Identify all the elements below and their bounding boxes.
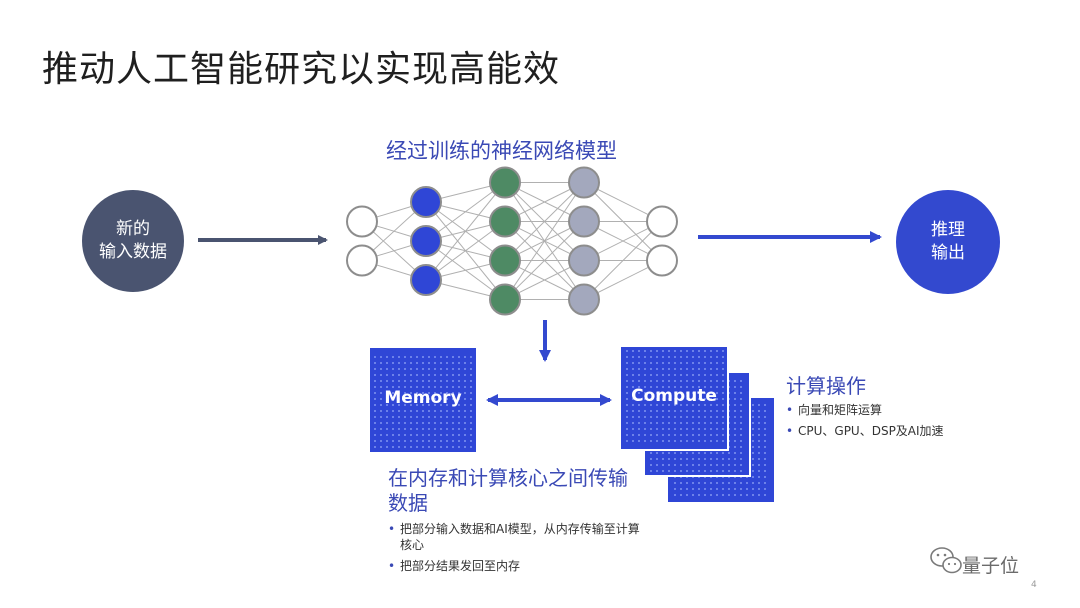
- network-node-layer-3: [489, 283, 521, 316]
- wechat-icon: [930, 547, 962, 574]
- output-label-line2: 输出: [931, 243, 965, 263]
- network-node-layer-2: [410, 225, 442, 257]
- network-edges: [361, 182, 663, 300]
- memory-transfer-title: 在内存和计算核心之间传输数据: [388, 466, 628, 515]
- network-edge: [504, 182, 585, 261]
- network-nodes: [346, 166, 678, 316]
- input-data-node: 新的 输入数据: [82, 190, 184, 292]
- network-edge: [425, 221, 506, 281]
- network-edge: [504, 182, 585, 300]
- network-title: 经过训练的神经网络模型: [386, 139, 617, 163]
- memory-transfer-bullet: 把部分结果发回至内存: [388, 558, 650, 574]
- network-edge: [583, 221, 663, 300]
- network-node-layer-2: [410, 264, 442, 296]
- network-node-layer-5: [646, 205, 678, 238]
- inference-output-node: 推理 输出: [896, 190, 1000, 294]
- network-node-layer-4: [568, 166, 600, 199]
- memory-chip: [370, 348, 476, 452]
- network-node-layer-2: [410, 186, 442, 218]
- page-number: 4: [1031, 580, 1037, 590]
- network-node-layer-3: [489, 205, 521, 238]
- output-label-line1: 推理: [931, 220, 965, 241]
- network-edge: [425, 182, 506, 242]
- network-node-layer-3: [489, 244, 521, 277]
- network-node-layer-1: [346, 205, 378, 238]
- input-label-line1: 新的: [116, 219, 150, 240]
- memory-transfer-bullet: 把部分输入数据和AI模型，从内存传输至计算核心: [388, 521, 650, 553]
- network-node-layer-4: [568, 205, 600, 238]
- input-label-line2: 输入数据: [99, 242, 167, 262]
- compute-label: Compute: [631, 386, 717, 406]
- network-node-layer-1: [346, 244, 378, 277]
- compute-ops-title: 计算操作: [786, 374, 866, 398]
- network-node-layer-3: [489, 166, 521, 199]
- compute-ops-bullet: 向量和矩阵运算: [786, 402, 948, 418]
- slide-title: 推动人工智能研究以实现高能效: [42, 49, 561, 90]
- network-edge: [425, 182, 506, 281]
- network-node-layer-4: [568, 283, 600, 316]
- network-edge: [504, 221, 585, 300]
- watermark-text: 量子位: [962, 555, 1020, 577]
- compute-ops-bullet: CPU、GPU、DSP及AI加速: [786, 423, 948, 439]
- compute-chip-stack: [619, 345, 774, 502]
- network-node-layer-5: [646, 244, 678, 277]
- network-node-layer-4: [568, 244, 600, 277]
- memory-label: Memory: [384, 388, 462, 408]
